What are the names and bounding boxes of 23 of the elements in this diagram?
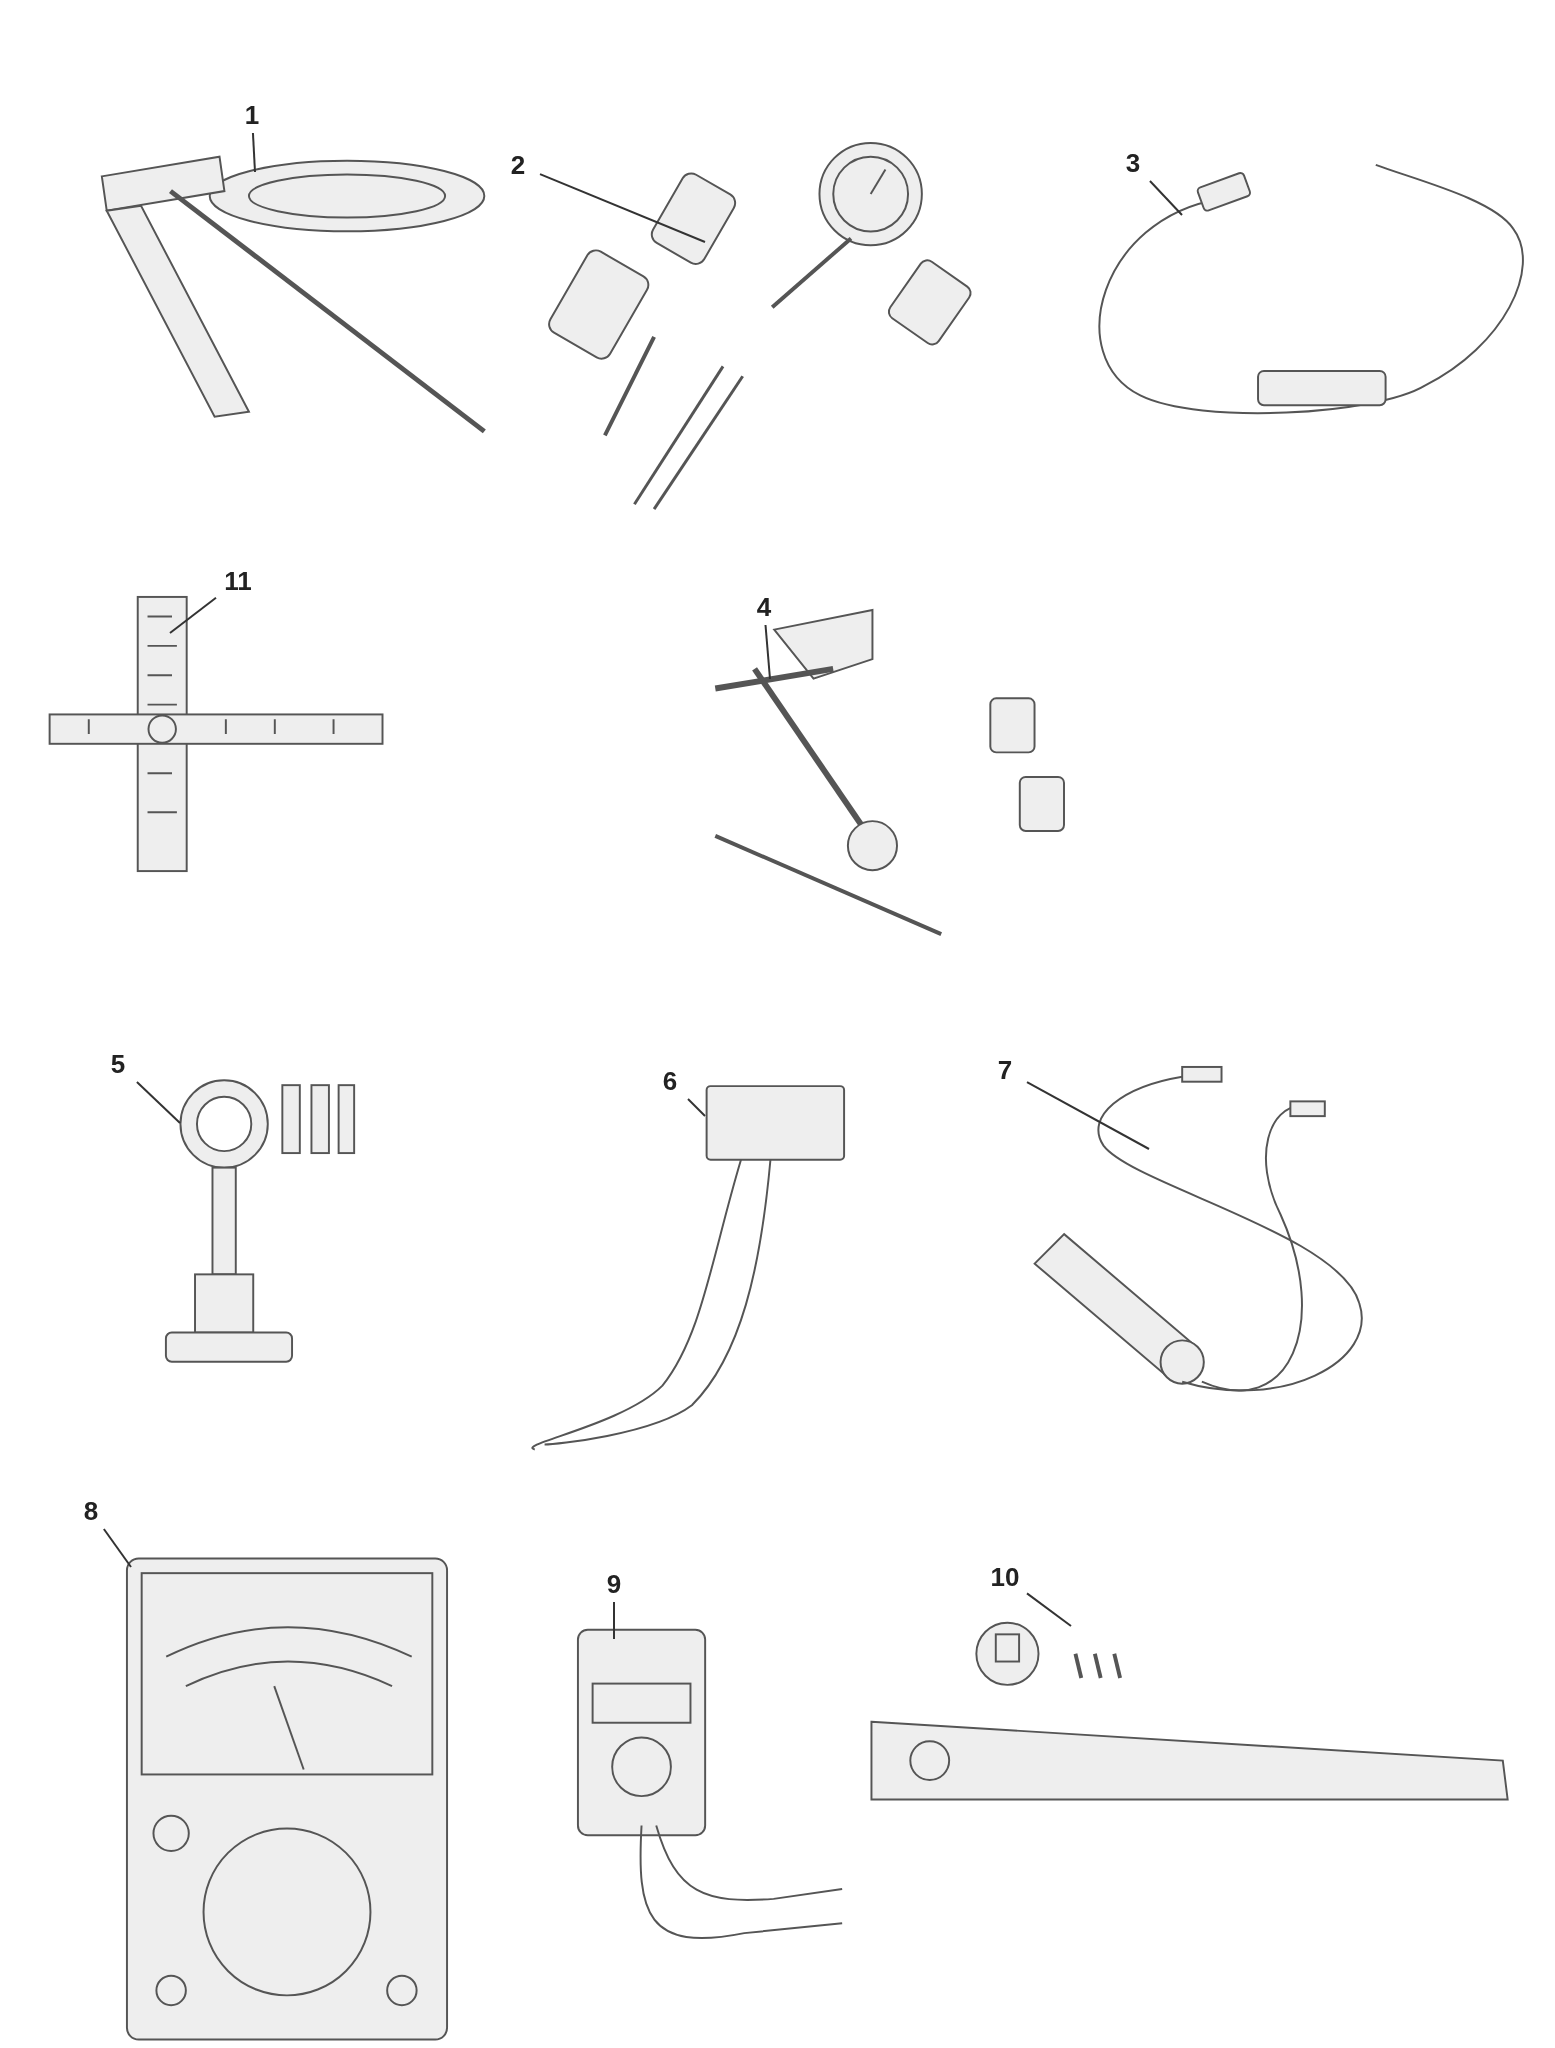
callout-number: 7 xyxy=(983,1052,1027,1088)
multimeter-drawing xyxy=(124,1554,450,2044)
leader-line xyxy=(613,1601,615,1640)
leader-line xyxy=(1148,180,1183,216)
leader-line xyxy=(169,596,217,634)
leader-line xyxy=(135,1081,181,1124)
callout-number: 10 xyxy=(983,1559,1027,1595)
callout-number: 2 xyxy=(496,147,540,183)
leader-line xyxy=(102,1528,132,1568)
callout-number: 6 xyxy=(648,1063,692,1099)
callout-number: 3 xyxy=(1111,145,1155,181)
leader-line xyxy=(251,132,256,173)
leader-line xyxy=(687,1098,706,1117)
callout-number: 1 xyxy=(230,97,274,133)
leader-line xyxy=(764,624,771,680)
leader-line xyxy=(1026,1592,1072,1627)
leader-line xyxy=(539,173,706,243)
callout-number: 8 xyxy=(69,1493,113,1529)
callout-number: 11 xyxy=(216,563,260,599)
leader-line xyxy=(1026,1081,1150,1150)
callout-number: 9 xyxy=(592,1566,636,1602)
callout-number: 5 xyxy=(96,1046,140,1082)
callout-number: 4 xyxy=(742,589,786,625)
